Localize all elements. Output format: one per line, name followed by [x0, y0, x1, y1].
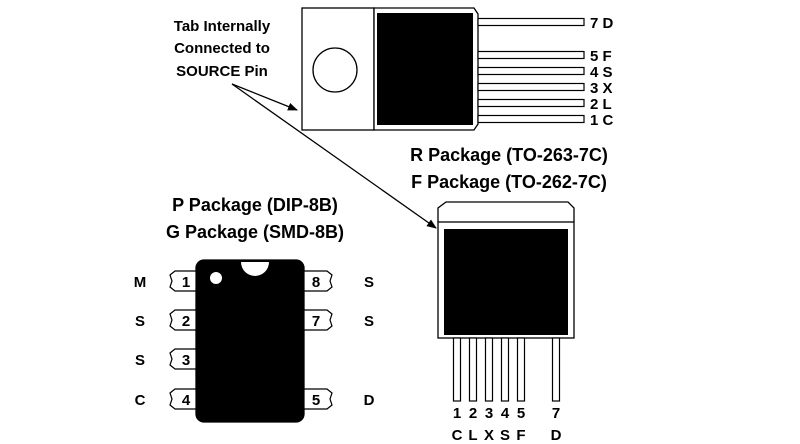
p-package-title: P Package (DIP-8B): [172, 195, 338, 215]
dip-pin-lead-2: [169, 309, 197, 331]
callout-line-1: Tab Internally: [174, 18, 271, 35]
v-pin-number-3: 3: [485, 405, 493, 422]
v-pin-lead-1: [452, 337, 462, 402]
v-pin-lead-4: [500, 337, 510, 402]
dip-pin-lead-5: [303, 388, 333, 410]
dip-pin-name-8: S: [364, 274, 374, 291]
v-pin-lead-7: [551, 337, 561, 402]
dip-pin-name-3: S: [135, 352, 145, 369]
dip-pin-lead-4: [169, 388, 197, 410]
r-pin-label-2: 2 L: [590, 96, 612, 113]
dip-pin-name-2: S: [135, 313, 145, 330]
r-package-title: R Package (TO-263-7C): [410, 145, 608, 165]
callout-arrow-to-r-tab: [231, 83, 298, 111]
v-pin-lead-2: [468, 337, 478, 402]
dip-package-notch: [241, 262, 269, 276]
dip-pin-name-5: D: [364, 392, 375, 409]
v-pin-name-7: D: [551, 427, 562, 444]
v-pin-number-5: 5: [517, 405, 525, 422]
dip-package-pin1-dot: [210, 272, 222, 284]
callout-line-3: SOURCE Pin: [176, 63, 268, 80]
r-package-mounting-hole: [312, 47, 358, 93]
v-pin-lead-5: [516, 337, 526, 402]
v-pin-number-1: 1: [453, 405, 461, 422]
r-pin-lead-3: [477, 82, 585, 92]
dip-pin-name-7: S: [364, 313, 374, 330]
dip-pin-number-8: 8: [312, 274, 320, 291]
v-pin-name-2: L: [468, 427, 477, 444]
dip-pin-number-3: 3: [182, 352, 190, 369]
v-pin-lead-3: [484, 337, 494, 402]
dip-package-body: [195, 259, 305, 423]
r-package-pins: 7 D 5 F4 S3 X2 L1 C: [477, 15, 614, 129]
callout-arrow-to-vertical-tab: [231, 83, 437, 229]
dip-pin-number-5: 5: [312, 392, 320, 409]
vertical-package-tab: [437, 201, 575, 222]
dip-pin-lead-3: [169, 348, 197, 370]
r-pin-label-1: 1 C: [590, 112, 614, 129]
v-pin-name-5: F: [516, 427, 525, 444]
r-pin-label-5: 5 F: [590, 48, 612, 65]
r-package-body-fill: [377, 13, 473, 125]
r-pin-label-7: 7 D: [590, 15, 614, 32]
r-pin-label-3: 3 X: [590, 80, 613, 97]
r-pin-label-4: 4 S: [590, 64, 613, 81]
r-pin-lead-4: [477, 66, 585, 76]
dip-package-outline: [195, 259, 305, 423]
v-pin-number-7: 7: [552, 405, 560, 422]
v-pin-name-1: C: [452, 427, 463, 444]
vertical-package-outline: [437, 201, 575, 339]
dip-pin-number-1: 1: [182, 274, 190, 291]
dip-pin-lead-8: [303, 270, 333, 292]
r-pin-lead-2: [477, 98, 585, 108]
dip-pin-number-7: 7: [312, 313, 320, 330]
v-pin-number-4: 4: [501, 405, 510, 422]
r-pin-lead-1: [477, 114, 585, 124]
r-pin-lead-5: [477, 50, 585, 60]
v-pin-name-3: X: [484, 427, 494, 444]
g-package-title: G Package (SMD-8B): [166, 222, 344, 242]
vertical-package-body-fill: [444, 229, 568, 335]
dip-pin-lead-1: [169, 270, 197, 292]
dip-pin-name-4: C: [135, 392, 146, 409]
dip-pin-number-4: 4: [182, 392, 191, 409]
r-package-outline: [301, 7, 479, 131]
dip-pin-lead-7: [303, 309, 333, 331]
callout-line-2: Connected to: [174, 40, 270, 57]
v-pin-number-2: 2: [469, 405, 477, 422]
r-pin-lead-7: [477, 17, 585, 27]
dip-pin-name-1: M: [134, 274, 147, 291]
dip-pin-number-2: 2: [182, 313, 190, 330]
f-package-title: F Package (TO-262-7C): [411, 172, 607, 192]
v-pin-name-4: S: [500, 427, 510, 444]
